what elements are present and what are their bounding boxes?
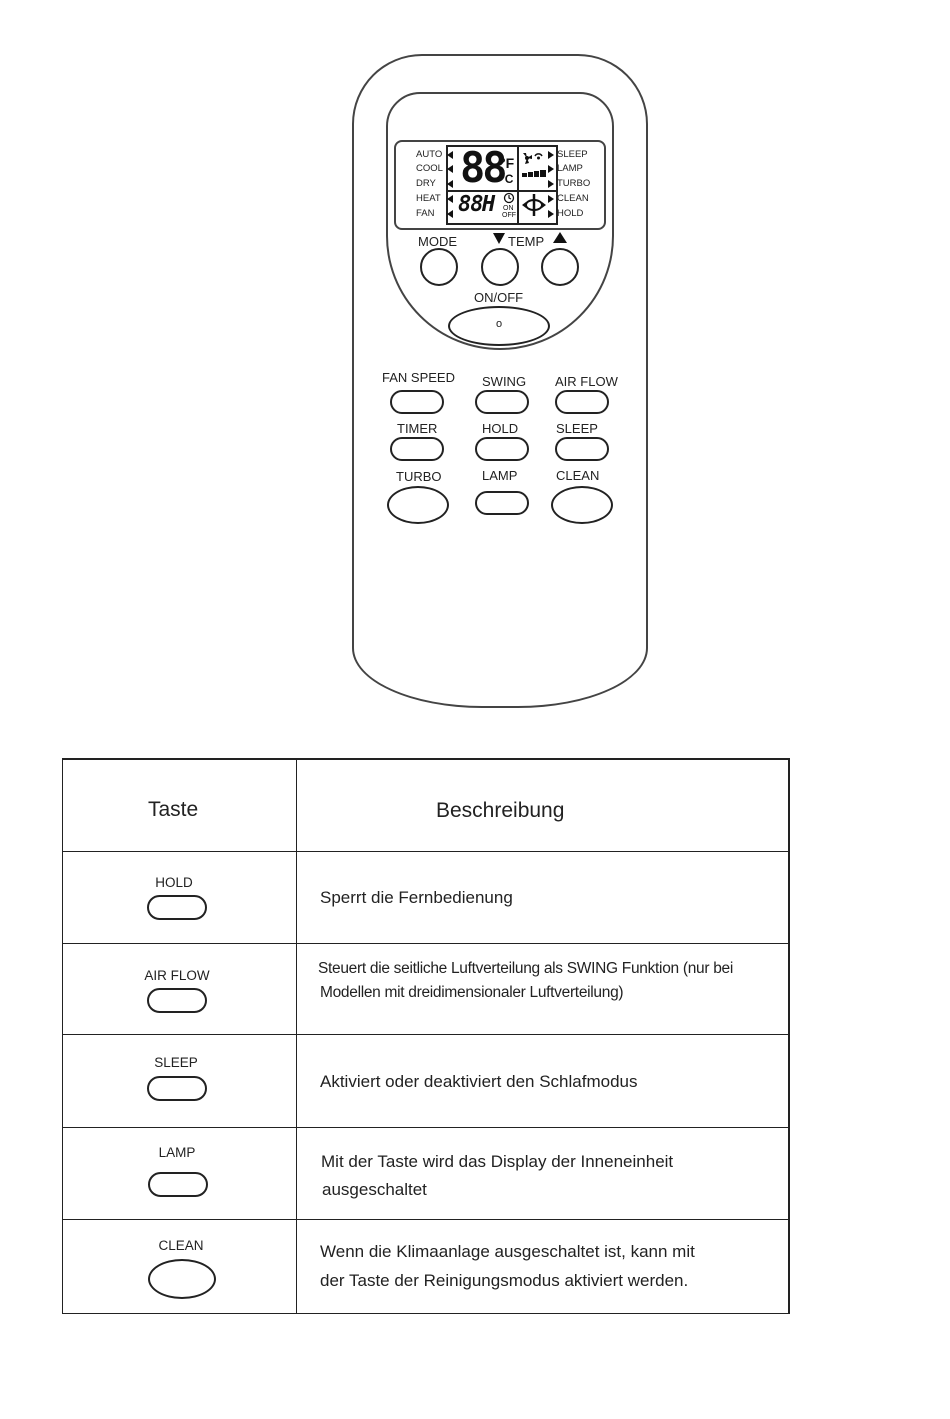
function-indicator-icon — [548, 180, 554, 188]
hold-button[interactable] — [475, 437, 529, 461]
table-row-divider — [62, 943, 790, 944]
timer-button[interactable] — [390, 437, 444, 461]
mode-indicator-icon — [447, 165, 453, 173]
timer-label: TIMER — [397, 421, 438, 436]
lcd-mode-cool: COOL — [416, 163, 443, 174]
function-indicator-icon — [548, 195, 554, 203]
mode-indicator-icon — [447, 151, 453, 159]
lamp-button[interactable] — [475, 491, 529, 515]
hold-button-icon — [147, 895, 207, 920]
mode-button[interactable] — [420, 248, 458, 286]
lamp-button-icon — [148, 1172, 208, 1197]
lamp-label: LAMP — [482, 468, 518, 483]
function-indicator-icon — [548, 151, 554, 159]
table-row-description: Sperrt die Fernbedienung — [320, 888, 513, 907]
sleep-button[interactable] — [555, 437, 609, 461]
lcd-display — [394, 140, 606, 230]
swing-button[interactable] — [475, 390, 529, 414]
lcd-func-hold: HOLD — [557, 208, 584, 219]
clean-button[interactable] — [551, 486, 613, 524]
onoff-button[interactable]: o — [448, 306, 550, 346]
table-row-button-label: SLEEP — [154, 1055, 198, 1070]
hold-label: HOLD — [482, 421, 519, 436]
temp-up-arrow-icon — [553, 232, 567, 243]
table-header-description: Beschreibung — [436, 799, 565, 822]
lcd-mode-heat: HEAT — [416, 193, 441, 204]
turbo-button[interactable] — [387, 486, 449, 524]
lcd-temperature-digits: 88 — [460, 143, 508, 192]
mode-label: MODE — [418, 234, 457, 249]
function-indicator-icon — [548, 165, 554, 173]
fan-speed-label: FAN SPEED — [382, 370, 455, 385]
table-row-description: Steuert die seitliche Luftverteilung als… — [318, 960, 734, 977]
lcd-func-sleep: SLEEP — [557, 149, 588, 160]
temp-down-button[interactable] — [481, 248, 519, 286]
table-row-description: der Taste der Reinigungsmodus aktiviert … — [320, 1271, 689, 1290]
lcd-unit-fahrenheit: °F — [500, 155, 515, 171]
air-flow-button-icon — [147, 988, 207, 1013]
table-row-button-label: LAMP — [158, 1145, 196, 1160]
air-flow-button[interactable] — [555, 390, 609, 414]
temp-down-arrow-icon — [493, 233, 505, 244]
lcd-unit-celsius: °C — [500, 172, 514, 186]
lcd-divider — [446, 190, 558, 192]
table-row-description: Aktiviert oder deaktiviert den Schlafmod… — [320, 1072, 638, 1091]
table-row-button-label: AIR FLOW — [144, 968, 210, 983]
lcd-timer-off: OFF — [502, 212, 516, 219]
mode-indicator-icon — [447, 210, 453, 218]
table-row-description: Mit der Taste wird das Display der Innen… — [321, 1152, 674, 1171]
swing-label: SWING — [482, 374, 527, 389]
air-flow-label: AIR FLOW — [555, 374, 618, 389]
table-row-button-label: CLEAN — [158, 1238, 204, 1253]
table-row-description: Modellen mit dreidimensionaler Luftverte… — [320, 984, 624, 1001]
function-indicator-icon — [548, 210, 554, 218]
fan-speed-icon — [522, 153, 546, 177]
temp-label: TEMP — [508, 234, 545, 249]
temp-up-button[interactable] — [541, 248, 579, 286]
mode-indicator-icon — [447, 180, 453, 188]
table-row-description: ausgeschaltet — [322, 1180, 427, 1199]
table-row-description: Wenn die Klimaanlage ausgeschaltet ist, … — [320, 1242, 695, 1261]
lcd-func-turbo: TURBO — [557, 178, 591, 189]
lcd-mode-dry: DRY — [416, 178, 436, 189]
fan-speed-button[interactable] — [390, 390, 444, 414]
onoff-label: ON/OFF — [474, 290, 524, 305]
table-row-divider — [62, 1034, 790, 1035]
sleep-button-icon — [147, 1076, 207, 1101]
table-row-button-label: HOLD — [155, 875, 193, 890]
lcd-func-lamp: LAMP — [557, 163, 583, 174]
lcd-timer-unit: H — [482, 192, 495, 217]
lcd-vertical-divider — [517, 145, 519, 225]
table-row-divider — [62, 851, 790, 852]
table-column-divider — [296, 758, 297, 1314]
swing-icon — [522, 194, 546, 216]
button-description-table — [62, 758, 790, 1314]
table-row-divider — [62, 1127, 790, 1128]
lcd-mode-auto: AUTO — [416, 149, 443, 160]
power-symbol-icon: o — [496, 318, 503, 330]
turbo-label: TURBO — [396, 469, 442, 484]
lcd-mode-fan: FAN — [416, 208, 435, 219]
table-header-key: Taste — [148, 798, 199, 821]
lcd-func-clean: CLEAN — [557, 193, 589, 204]
table-row-divider — [62, 1219, 790, 1220]
mode-indicator-icon — [447, 195, 453, 203]
sleep-label: SLEEP — [556, 421, 598, 436]
lcd-timer-on: ON — [503, 205, 514, 212]
clean-button-icon — [148, 1259, 216, 1299]
lcd-timer-digits: 88 — [458, 192, 483, 217]
clean-label: CLEAN — [556, 468, 600, 483]
timer-clock-icon — [503, 192, 515, 204]
